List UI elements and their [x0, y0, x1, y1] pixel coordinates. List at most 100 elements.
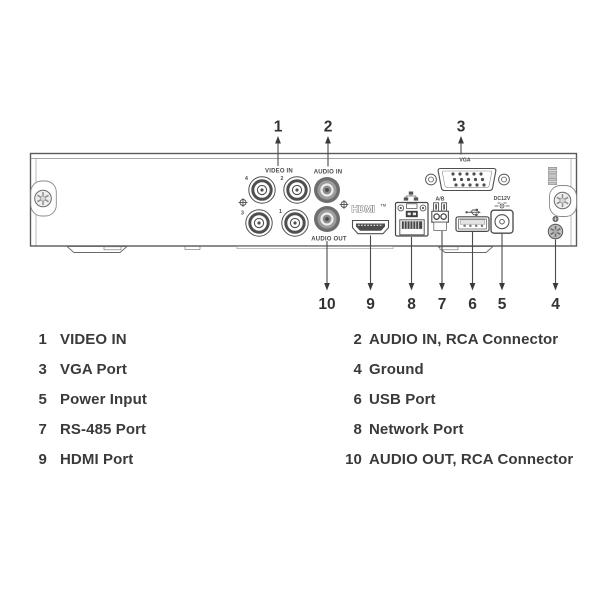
usb-group: [455, 208, 490, 233]
callout-3-arrowhead: [458, 136, 464, 144]
legend-item-number: 6: [353, 390, 362, 408]
polarity-icon: [494, 202, 510, 209]
callout-10-number: 10: [318, 296, 335, 313]
ground-screw: [547, 223, 564, 240]
legend-item-label: VIDEO IN: [60, 330, 127, 348]
legend-item-label: Ground: [369, 360, 424, 378]
legend-item-1: 1 VIDEO IN: [30, 331, 337, 348]
legend-item-number: 1: [38, 330, 47, 348]
audio-out-rca-connector: [314, 206, 340, 232]
vent-slots: [548, 167, 557, 185]
legend-item-label: RS-485 Port: [60, 420, 147, 438]
rj45-pins: [403, 221, 420, 229]
ground-group: [547, 216, 564, 240]
callout-9: 9: [366, 235, 375, 313]
vga-label: VGA: [459, 158, 470, 164]
callout-2-arrowhead: [325, 136, 331, 144]
legend-item-number: 8: [353, 420, 362, 438]
rs485-terminal-a: [433, 213, 440, 220]
vga-pins: [451, 172, 486, 187]
ground-symbol-cross: [553, 217, 558, 221]
rear-panel-diagram: VIDEO IN 4 2 3 1 AUDIO IN AUDIO OUT HDMI…: [29, 119, 578, 313]
legend-item-5: 5 Power Input: [30, 391, 337, 408]
legend-item-9: 9 HDMI Port: [30, 451, 337, 468]
rs485-pin-b-slot: [443, 204, 445, 210]
audio-in-label: AUDIO IN: [314, 170, 343, 176]
callout-5: 5: [498, 233, 507, 313]
legend-item-label: HDMI Port: [60, 450, 134, 468]
callout-6-arrowhead: [469, 283, 476, 291]
hdmi-tm-mark: TM: [381, 204, 386, 208]
legend-item-7: 7 RS-485 Port: [30, 421, 337, 438]
callout-9-arrowhead: [367, 283, 374, 291]
polarity-dot: [501, 205, 503, 207]
callout-7-arrowhead: [439, 283, 445, 291]
rs485-label: A/B: [436, 197, 445, 203]
rs485-group: A/B: [431, 197, 449, 231]
callout-2-number: 2: [324, 119, 333, 136]
video-in-label: VIDEO IN: [265, 169, 293, 175]
callout-10-arrowhead: [324, 283, 330, 291]
legend-item-number: 7: [38, 420, 47, 438]
rj45-latch: [406, 203, 418, 209]
legend-item-number: 9: [38, 450, 47, 468]
callout-6-number: 6: [468, 296, 477, 313]
bnc-connector-3: [244, 208, 274, 238]
callout-4-number: 4: [551, 296, 560, 313]
usb-icon: [465, 208, 481, 217]
chassis-screw-left: [33, 189, 53, 208]
network-group: [394, 191, 429, 237]
audio-in-rca-connector: [314, 177, 340, 203]
hdmi-port-inner: [356, 223, 385, 231]
callout-5-arrowhead: [499, 283, 505, 291]
callout-1: 1: [274, 119, 283, 166]
foot-left-notch: [103, 246, 122, 251]
legend: 1 VIDEO IN 2 AUDIO IN, RCA Connector 3 V…: [30, 324, 578, 474]
bottom-recess: [236, 246, 394, 250]
chassis-screw-right: [553, 191, 572, 210]
callout-7: 7: [438, 231, 447, 313]
bnc-connector-2: [282, 175, 312, 205]
vga-port-inner: [442, 170, 492, 188]
bnc-number-1: 1: [279, 209, 282, 215]
legend-item-label: VGA Port: [60, 360, 127, 378]
vga-nut-left-hole: [428, 176, 434, 183]
vga-nut-right-hole: [501, 176, 507, 183]
legend-item-number: 5: [38, 390, 47, 408]
legend-item-label: AUDIO IN, RCA Connector: [369, 330, 559, 348]
legend-item-number: 2: [353, 330, 362, 348]
callout-6: 6: [468, 232, 477, 313]
callout-8: 8: [407, 237, 416, 313]
power-jack-pin: [499, 218, 505, 225]
callout-3-number: 3: [457, 119, 466, 136]
legend-item-number: 10: [345, 450, 362, 468]
rs485-terminal-b: [440, 213, 447, 220]
legend-item-10: 10 AUDIO OUT, RCA Connector: [337, 451, 578, 468]
audio-out-label: AUDIO OUT: [311, 237, 347, 243]
legend-item-label: USB Port: [369, 390, 436, 408]
rj45-pin-block: [401, 221, 423, 229]
callout-8-arrowhead: [408, 283, 415, 291]
rs485-base: [433, 221, 447, 231]
legend-item-8: 8 Network Port: [337, 421, 578, 438]
legend-item-6: 6 USB Port: [337, 391, 578, 408]
hdmi-logo: HDMI: [351, 204, 374, 215]
bnc-connector-4: [247, 175, 277, 205]
legend-item-label: Network Port: [369, 420, 464, 438]
hdmi-group: HDMI TM: [351, 204, 390, 235]
callout-9-number: 9: [366, 296, 375, 313]
chassis-feet: [65, 246, 495, 253]
audio-group: AUDIO IN AUDIO OUT: [311, 170, 349, 243]
usb-tongue: [459, 219, 486, 225]
callout-4: 4: [551, 239, 560, 313]
video-in-group: VIDEO IN 4 2 3 1: [238, 169, 312, 238]
dc12v-label: DC12V: [494, 196, 511, 202]
lan-icon: [403, 191, 419, 201]
callout-1-arrowhead: [275, 136, 281, 144]
bnc-number-2: 2: [281, 176, 284, 182]
callout-3: 3: [457, 119, 466, 155]
legend-item-number: 4: [353, 360, 362, 378]
callout-7-number: 7: [438, 296, 447, 313]
callout-1-number: 1: [274, 119, 283, 136]
rj45-label-plate: [405, 210, 418, 218]
